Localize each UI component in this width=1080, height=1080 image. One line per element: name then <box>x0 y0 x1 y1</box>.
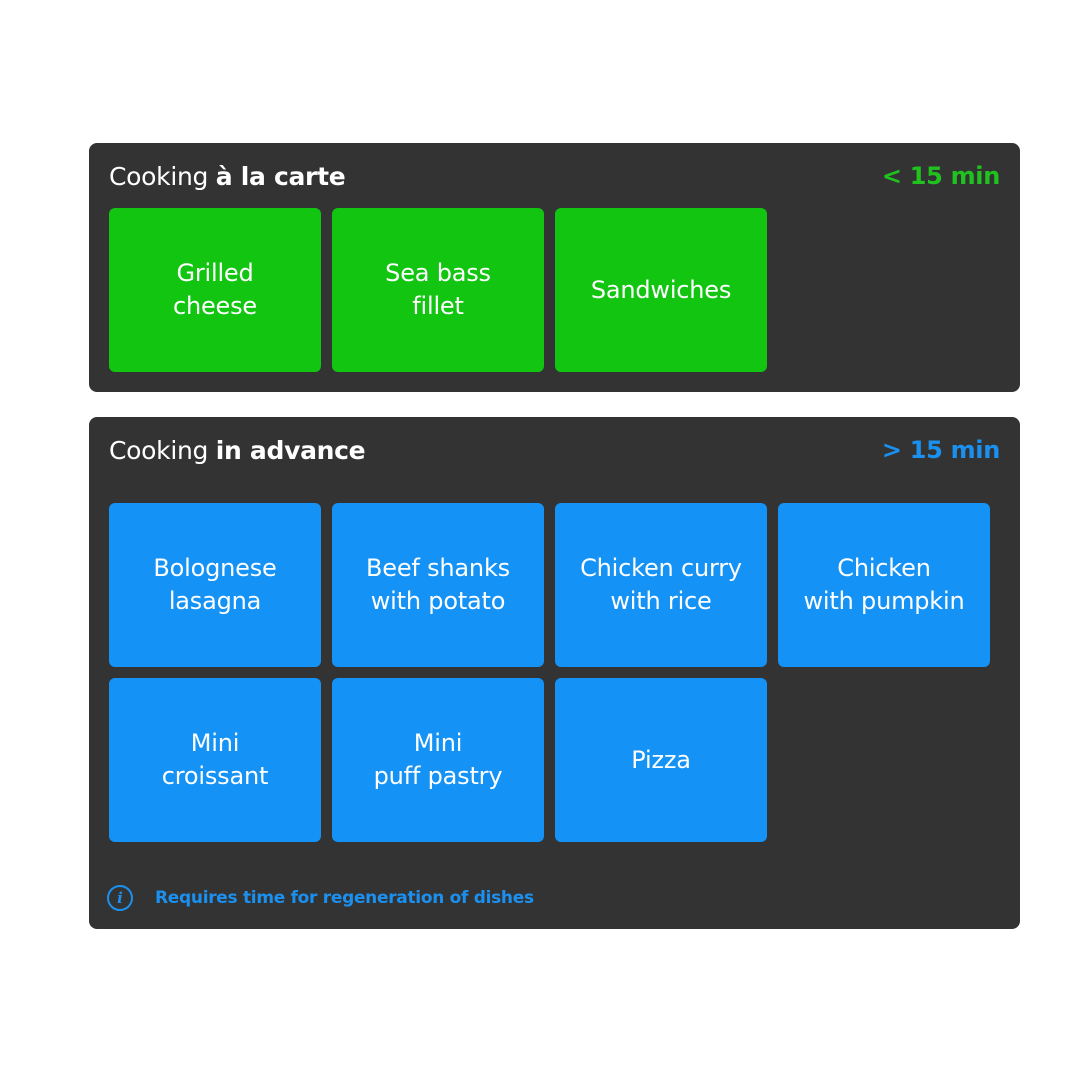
dish-grid: Bolognese lasagna Beef shanks with potat… <box>109 503 990 842</box>
cooking-a-la-carte-panel: Cooking à la carte < 15 min Grilled chee… <box>89 143 1020 392</box>
note-text: Requires time for regeneration of dishes <box>155 888 534 908</box>
time-badge: < 15 min <box>881 162 1000 190</box>
dish-button-chicken-pumpkin[interactable]: Chicken with pumpkin <box>778 503 990 667</box>
dish-button-sandwiches[interactable]: Sandwiches <box>555 208 767 372</box>
time-badge: > 15 min <box>881 436 1000 464</box>
title-prefix: Cooking <box>109 161 209 191</box>
dish-button-beef-shanks[interactable]: Beef shanks with potato <box>332 503 544 667</box>
info-icon: i <box>107 885 133 911</box>
cooking-in-advance-panel: Cooking in advance > 15 min Bolognese la… <box>89 417 1020 929</box>
dish-button-bolognese-lasagna[interactable]: Bolognese lasagna <box>109 503 321 667</box>
panel-title: Cooking à la carte <box>109 161 346 191</box>
dish-button-chicken-curry[interactable]: Chicken curry with rice <box>555 503 767 667</box>
title-emphasis: in advance <box>215 435 366 465</box>
dish-button-mini-puff-pastry[interactable]: Mini puff pastry <box>332 678 544 842</box>
panel-header: Cooking à la carte < 15 min <box>109 161 1000 191</box>
dish-button-pizza[interactable]: Pizza <box>555 678 767 842</box>
title-emphasis: à la carte <box>215 161 346 191</box>
dish-button-mini-croissant[interactable]: Mini croissant <box>109 678 321 842</box>
dish-button-grilled-cheese[interactable]: Grilled cheese <box>109 208 321 372</box>
dish-button-sea-bass-fillet[interactable]: Sea bass fillet <box>332 208 544 372</box>
title-prefix: Cooking <box>109 435 209 465</box>
panel-header: Cooking in advance > 15 min <box>109 435 1000 465</box>
dish-grid: Grilled cheese Sea bass fillet Sandwiche… <box>109 208 990 372</box>
panel-title: Cooking in advance <box>109 435 366 465</box>
regeneration-note: i Requires time for regeneration of dish… <box>107 883 534 913</box>
